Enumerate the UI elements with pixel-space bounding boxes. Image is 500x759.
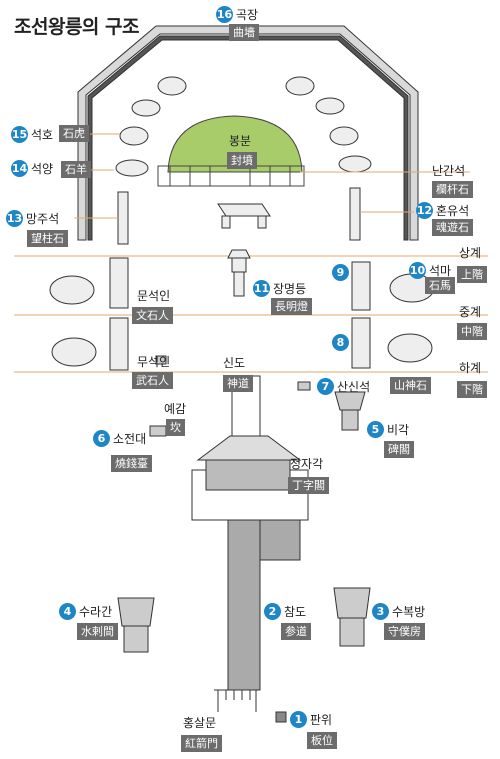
hanja-panwi: 板位 [307, 732, 337, 749]
hanja-sojeon-platform: 燒錢臺 [111, 455, 152, 472]
label-stone-tiger: 15 석호 [11, 126, 53, 143]
label-curved-wall: 16 곡장 [216, 6, 258, 23]
label-mangju-pillar: 13 망주석 [6, 210, 59, 227]
leader-lines [74, 133, 470, 219]
stone-horses-statues [49, 257, 435, 371]
sacred-road [227, 375, 301, 691]
label-honyu-stone: 12 혼유석 [416, 202, 469, 219]
label-stele-pavilion: 5 비각 [367, 421, 409, 438]
label-railing-stone: 난간석 [432, 164, 466, 178]
label-jeongja-pavilion: 정자각 [290, 457, 324, 471]
label-ko: 곡장 [236, 7, 259, 22]
label-stone-sheep: 14 석양 [11, 160, 53, 177]
label-ko: 망주석 [26, 211, 60, 226]
number-badge: 15 [11, 126, 28, 143]
number-badge: 9 [332, 264, 349, 281]
number-badge: 8 [332, 334, 349, 351]
hanja-sacred-road: 神道 [223, 375, 253, 392]
hanja-railing-stone: 欄杆石 [432, 181, 473, 198]
hanja-yegam: 坎 [166, 419, 185, 436]
label-mountain-spirit-stone: 7 산신석 [317, 378, 370, 395]
table-stone [217, 203, 271, 229]
label-ko: 소전대 [113, 431, 147, 446]
hanja-curved-wall: 曲墻 [229, 24, 259, 41]
level-upper-hanja: 上階 [457, 266, 487, 283]
level-lower-hanja: 下階 [457, 381, 487, 398]
number-badge: 12 [416, 202, 433, 219]
stone-animals-upper [115, 76, 372, 177]
label-statue-9: 9 [332, 264, 352, 281]
label-ko: 참도 [284, 604, 307, 619]
number-badge: 6 [93, 430, 110, 447]
level-lower: 하계 [459, 361, 482, 375]
number-badge: 1 [290, 711, 307, 728]
label-ko: 혼유석 [436, 203, 470, 218]
level-middle: 중계 [459, 305, 482, 319]
label-yegam: 예감 [164, 402, 187, 416]
label-ko: 석마 [429, 263, 452, 278]
label-stone-horse: 10 석마 [409, 262, 451, 279]
number-badge: 3 [372, 603, 389, 620]
label-ko: 산신석 [337, 379, 371, 394]
label-ko: 수복방 [392, 604, 426, 619]
label-civil-official-statue: 문석인 [137, 289, 171, 303]
number-badge: 14 [11, 160, 28, 177]
number-badge: 7 [317, 378, 334, 395]
label-sojeon-platform: 6 소전대 [93, 430, 146, 447]
number-badge: 5 [367, 421, 384, 438]
hanja-subokbang: 守僕房 [384, 623, 425, 640]
label-panwi: 1 판위 [290, 711, 332, 728]
hanja-jeongja-pavilion: 丁字閣 [288, 477, 329, 494]
label-surangan: 4 수라간 [59, 603, 112, 620]
hanja-chamdo: 参道 [281, 623, 311, 640]
hanja-mangju-pillar: 望柱石 [27, 230, 68, 247]
number-badge: 4 [59, 603, 76, 620]
jeongja-pavilion [191, 435, 309, 521]
number-badge: 2 [264, 603, 281, 620]
label-mound: 봉분 [229, 134, 252, 148]
number-badge: 13 [6, 210, 23, 227]
level-lines [14, 255, 488, 373]
label-ko: 비각 [387, 422, 410, 437]
label-ko: 석호 [31, 127, 54, 142]
hanja-surangan: 水剌間 [77, 623, 118, 640]
hanja-mound: 封墳 [227, 152, 257, 169]
label-ko: 장명등 [273, 281, 307, 296]
label-statue-8: 8 [332, 334, 352, 351]
number-badge: 16 [216, 6, 233, 23]
label-red-arrow-gate: 홍살문 [183, 716, 217, 730]
hanja-military-official-statue: 武石人 [132, 372, 173, 389]
hanja-stone-lantern: 長明燈 [271, 298, 312, 315]
number-badge: 10 [409, 262, 426, 279]
number-badge: 11 [253, 280, 270, 297]
level-upper: 상계 [459, 246, 482, 260]
hanja-stone-sheep: 石羊 [61, 161, 91, 178]
hanja-red-arrow-gate: 紅箭門 [181, 735, 222, 752]
label-sacred-road: 신도 [223, 356, 246, 370]
burial-mound [157, 115, 305, 187]
hanja-stele-pavilion: 碑閣 [384, 441, 414, 458]
hanja-stone-tiger: 石虎 [59, 125, 89, 142]
label-chamdo: 2 참도 [264, 603, 306, 620]
red-arrow-gate [214, 689, 287, 723]
hanja-honyu-stone: 魂遊石 [432, 219, 473, 236]
page-title: 조선왕릉의 구조 [14, 16, 139, 38]
label-ko: 수라간 [79, 604, 113, 619]
hanja-stone-horse: 石馬 [425, 277, 455, 294]
label-military-official-statue: 무석인 [137, 355, 171, 369]
small-buildings [117, 355, 371, 653]
stone-lantern [227, 249, 251, 297]
hanja-civil-official-statue: 文石人 [132, 307, 173, 324]
level-middle-hanja: 中階 [457, 323, 487, 340]
hanja-mountain-spirit-stone: 山神石 [390, 377, 431, 394]
curved-wall [77, 25, 419, 241]
label-stone-lantern: 11 장명등 [253, 280, 306, 297]
label-ko: 판위 [310, 712, 333, 727]
label-ko: 석양 [31, 161, 54, 176]
label-subokbang: 3 수복방 [372, 603, 425, 620]
